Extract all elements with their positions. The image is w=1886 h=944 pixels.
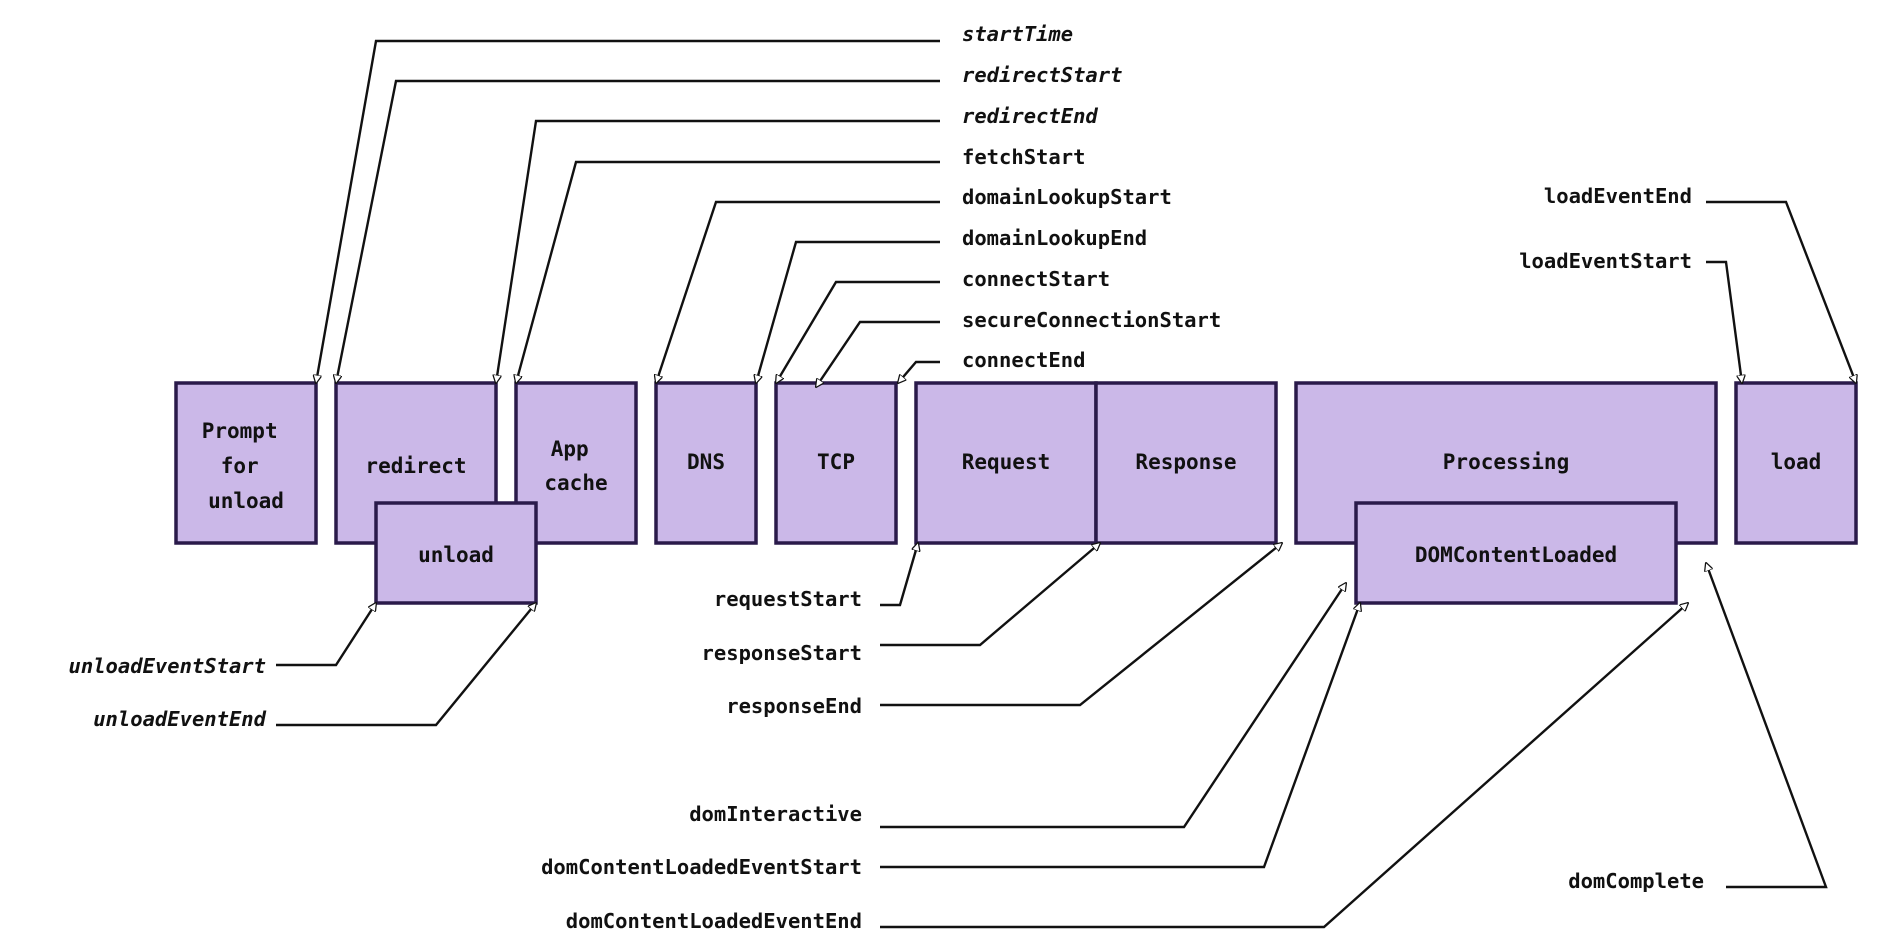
phase-label: App cache [544,437,607,495]
leader-start-time [316,39,940,383]
event-label-request-start: requestStart [714,587,862,611]
event-label-connect-end: connectEnd [962,348,1085,372]
event-label-start-time: startTime [962,22,1073,46]
event-label-load-event-start: loadEventStart [1519,249,1692,273]
phase-dns: DNS [654,381,758,545]
leader-request-start [880,543,918,607]
phase-unload: unload [374,501,538,605]
leader-dom-interactive [880,583,1346,829]
phase-label: DNS [687,450,725,474]
leader-response-end [880,543,1282,707]
leader-redirect-end [496,119,940,383]
event-label-secure-connection-start: secureConnectionStart [962,308,1221,332]
leader-connect-end [898,360,940,383]
phase-label: Processing [1443,450,1569,474]
phase-label: Request [962,450,1051,474]
phase-label: redirect [365,454,466,478]
phase-label: unload [418,543,494,567]
phase-label: TCP [817,450,855,474]
event-label-dom-complete: domComplete [1568,869,1704,893]
phase-label: DOMContentLoaded [1415,543,1617,567]
event-label-response-end: responseEnd [726,694,862,718]
event-label-redirect-start: redirectStart [962,63,1122,87]
event-label-domain-lookup-start: domainLookupStart [962,185,1172,209]
event-label-unload-event-end: unloadEventEnd [93,707,266,731]
event-label-fetch-start: fetchStart [962,145,1085,169]
event-label-connect-start: connectStart [962,267,1110,291]
leader-load-event-start [1706,260,1742,383]
event-label-redirect-end: redirectEnd [962,104,1098,128]
leader-fetch-start [516,160,940,383]
event-label-dom-content-loaded-event-end: domContentLoadedEventEnd [566,909,862,933]
phase-label-line: Prompt [202,419,278,443]
leader-lines [276,39,1856,929]
phase-label: Response [1135,450,1236,474]
phase-label: load [1771,450,1822,474]
event-label-domain-lookup-end: domainLookupEnd [962,226,1147,250]
phase-label-line: unload [208,489,284,513]
phase-request: Request [914,381,1098,545]
phase-prompt-for-unload: Prompt for unload [174,381,318,545]
phase-response: Response [1094,381,1278,545]
leader-load-event-end [1706,200,1856,383]
event-label-unload-event-start: unloadEventStart [69,654,266,678]
leader-dom-complete [1706,563,1828,889]
leader-secure-connection-start [816,320,940,387]
event-label-dom-content-loaded-event-start: domContentLoadedEventStart [541,855,862,879]
leader-redirect-start [336,79,940,383]
leader-domain-lookup-start [656,200,940,383]
leader-unload-event-end [276,603,536,727]
leader-response-start [880,543,1100,647]
phase-tcp: TCP [774,381,898,545]
sub-phase-boxes: unload DOMContentLoaded [374,501,1678,605]
phase-label-line: App [551,437,589,461]
event-label-response-start: responseStart [702,641,862,665]
leader-unload-event-start [276,603,376,667]
event-labels: startTime redirectStart redirectEnd fetc… [69,22,1704,933]
leader-domain-lookup-end [756,240,940,383]
event-label-load-event-end: loadEventEnd [1544,184,1692,208]
event-label-dom-interactive: domInteractive [689,802,862,826]
leader-connect-start [776,280,940,383]
phase-label: Prompt for unload [202,419,291,513]
leader-dom-content-loaded-event-start [880,603,1360,869]
phase-label-line: cache [544,471,607,495]
phase-domcontentloaded: DOMContentLoaded [1354,501,1678,605]
phase-load: load [1734,381,1858,545]
leader-dom-content-loaded-event-end [880,603,1688,929]
phase-label-line: for [221,454,259,478]
